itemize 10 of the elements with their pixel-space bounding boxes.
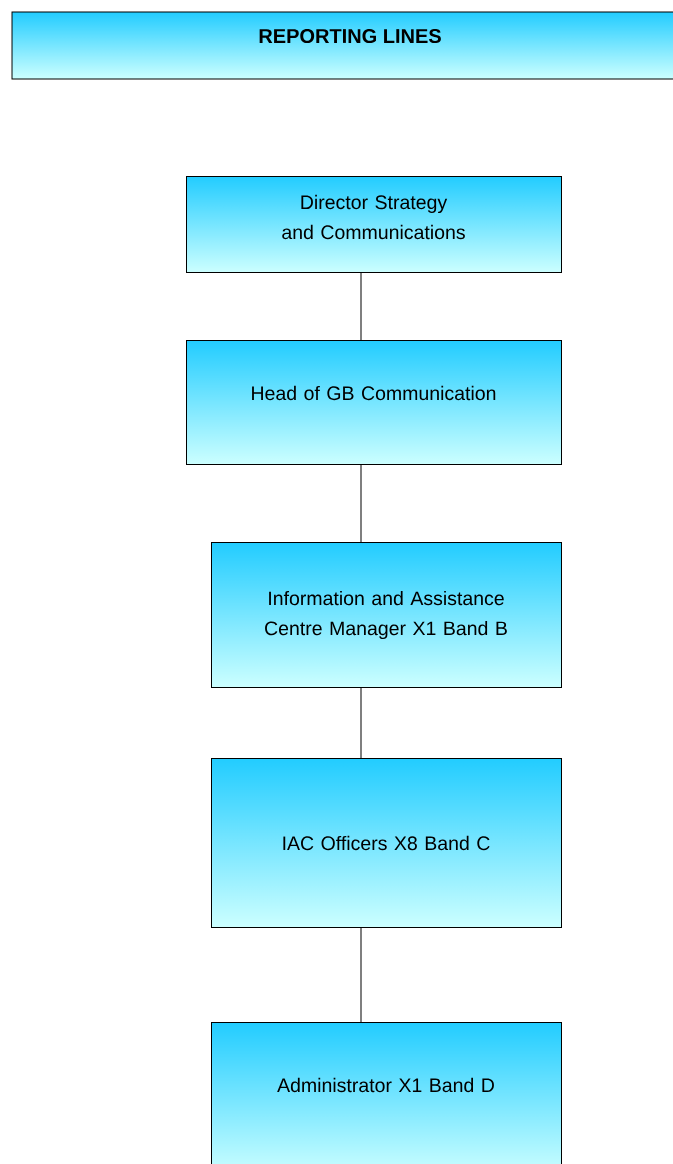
connector-line [360, 464, 362, 543]
org-box: IAC Officers X8 Band C [211, 758, 562, 928]
connector-line [360, 927, 362, 1023]
org-box: Director Strategy and Communications [186, 176, 562, 273]
org-box: Head of GB Communication [186, 340, 562, 465]
org-box: Administrator X1 Band D [211, 1022, 562, 1164]
connector-line [360, 272, 362, 341]
org-box: Information and Assistance Centre Manager X1 Band B [211, 542, 562, 688]
title-box: REPORTING LINES [11, 11, 673, 80]
connector-line [360, 687, 362, 759]
